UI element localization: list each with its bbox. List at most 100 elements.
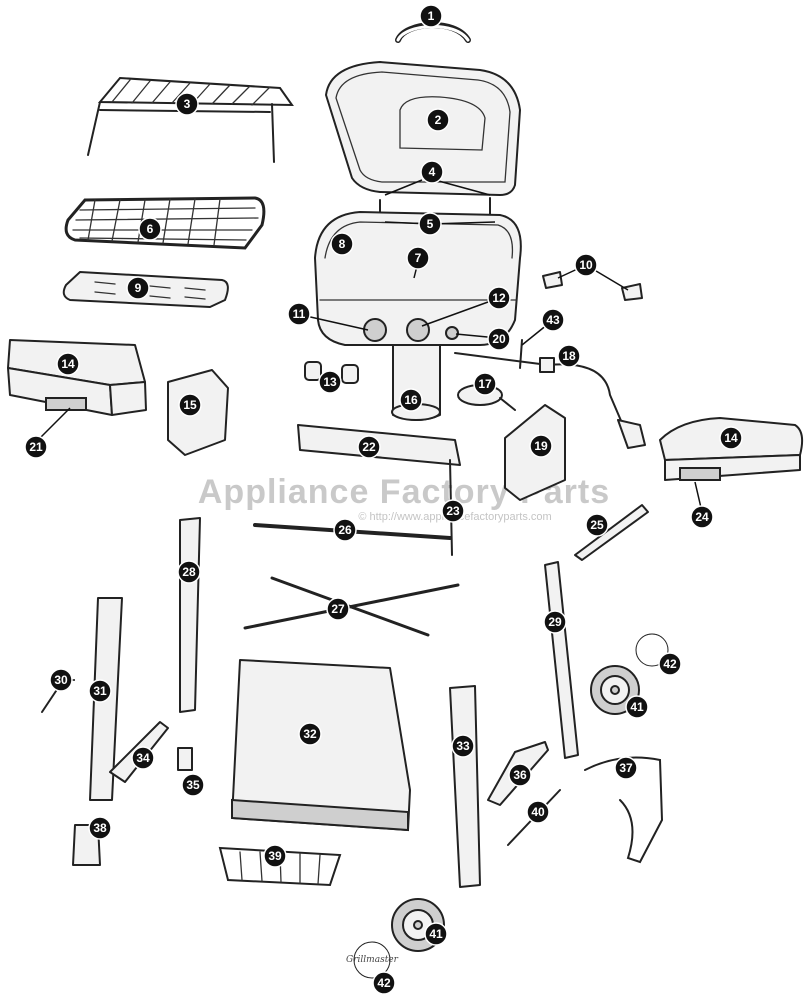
svg-text:36: 36 [513, 768, 527, 782]
svg-text:15: 15 [183, 398, 197, 412]
svg-text:40: 40 [531, 805, 545, 819]
svg-text:29: 29 [548, 615, 562, 629]
svg-text:16: 16 [404, 393, 418, 407]
part-lid [325, 61, 521, 196]
svg-text:31: 31 [93, 684, 107, 698]
callout-20: 20 [487, 327, 511, 351]
callout-16: 16 [399, 388, 423, 412]
svg-text:20: 20 [492, 332, 506, 346]
callout-40: 40 [526, 800, 550, 824]
part-clips [542, 271, 643, 301]
svg-text:38: 38 [93, 821, 107, 835]
callout-17: 17 [473, 372, 497, 396]
svg-text:39: 39 [268, 849, 282, 863]
callout-1: 1 [419, 4, 443, 28]
part-cooking-grate [64, 196, 266, 250]
callout-10: 10 [574, 253, 598, 277]
callout-32: 32 [298, 722, 322, 746]
svg-text:10: 10 [579, 258, 593, 272]
svg-text:27: 27 [331, 602, 345, 616]
callout-39: 39 [263, 844, 287, 868]
callout-37: 37 [614, 756, 638, 780]
svg-text:6: 6 [147, 222, 154, 236]
callout-2: 2 [426, 108, 450, 132]
svg-text:11: 11 [293, 307, 306, 321]
callout-26: 26 [333, 518, 357, 542]
callout-14-right: 14 [719, 426, 743, 450]
svg-text:32: 32 [303, 727, 317, 741]
svg-text:3: 3 [184, 97, 191, 111]
part-tank-hook [584, 756, 664, 864]
part-pin [519, 339, 523, 369]
svg-text:25: 25 [590, 518, 604, 532]
part-regulator-hose [454, 352, 646, 449]
svg-text:42: 42 [663, 657, 677, 671]
callout-35: 35 [181, 773, 205, 797]
callout-34: 34 [131, 746, 155, 770]
callout-4: 4 [420, 160, 444, 184]
callout-19: 19 [529, 434, 553, 458]
part-heat-shield [574, 504, 649, 561]
callout-29: 29 [543, 610, 567, 634]
callout-22: 22 [357, 435, 381, 459]
callout-28: 28 [177, 560, 201, 584]
svg-text:37: 37 [619, 761, 633, 775]
svg-text:33: 33 [456, 739, 470, 753]
svg-text:13: 13 [323, 375, 337, 389]
svg-text:34: 34 [136, 751, 150, 765]
svg-text:14: 14 [61, 357, 75, 371]
callout-27: 27 [326, 597, 350, 621]
svg-text:2: 2 [435, 113, 442, 127]
callout-23: 23 [441, 499, 465, 523]
svg-text:18: 18 [562, 349, 576, 363]
part-leg-28 [179, 517, 201, 713]
svg-text:8: 8 [339, 237, 346, 251]
callout-41-upper: 41 [625, 695, 649, 719]
callout-15: 15 [178, 393, 202, 417]
callout-6: 6 [138, 217, 162, 241]
svg-text:5: 5 [427, 217, 434, 231]
svg-text:22: 22 [362, 440, 376, 454]
callout-14-left: 14 [56, 352, 80, 376]
callout-3: 3 [175, 92, 199, 116]
callout-42-lower: 42 [372, 971, 396, 995]
part-bottom-shelf [231, 659, 411, 832]
svg-text:17: 17 [478, 377, 492, 391]
svg-text:4: 4 [429, 165, 436, 179]
hubcap-logo: Grillmaster [346, 955, 399, 965]
svg-text:21: 21 [29, 440, 43, 454]
svg-text:35: 35 [186, 778, 200, 792]
svg-text:41: 41 [429, 927, 443, 941]
part-basket [218, 846, 342, 887]
callout-25: 25 [585, 513, 609, 537]
svg-text:42: 42 [377, 976, 391, 990]
callout-13: 13 [318, 370, 342, 394]
svg-text:12: 12 [492, 291, 506, 305]
part-leg-33 [449, 685, 481, 888]
svg-text:43: 43 [546, 313, 560, 327]
callout-38: 38 [88, 816, 112, 840]
svg-text:9: 9 [135, 281, 142, 295]
svg-text:41: 41 [630, 700, 644, 714]
part-side-shelf-left [7, 339, 147, 416]
callout-30: 30 [49, 668, 73, 692]
part-leg-cap-35 [177, 747, 193, 771]
svg-text:1: 1 [428, 9, 435, 23]
part-x-brace [243, 576, 460, 637]
svg-text:23: 23 [446, 504, 460, 518]
part-warming-rack [87, 76, 294, 163]
callout-7: 7 [406, 246, 430, 270]
svg-text:24: 24 [695, 510, 709, 524]
callout-18: 18 [557, 344, 581, 368]
svg-text:28: 28 [182, 565, 196, 579]
callout-5: 5 [418, 212, 442, 236]
callout-41-lower: 41 [424, 922, 448, 946]
callout-12: 12 [487, 286, 511, 310]
svg-text:26: 26 [338, 523, 352, 537]
part-knobs [304, 361, 359, 384]
callout-42-upper: 42 [658, 652, 682, 676]
callout-9: 9 [126, 276, 150, 300]
callout-33: 33 [451, 734, 475, 758]
callout-8: 8 [330, 232, 354, 256]
